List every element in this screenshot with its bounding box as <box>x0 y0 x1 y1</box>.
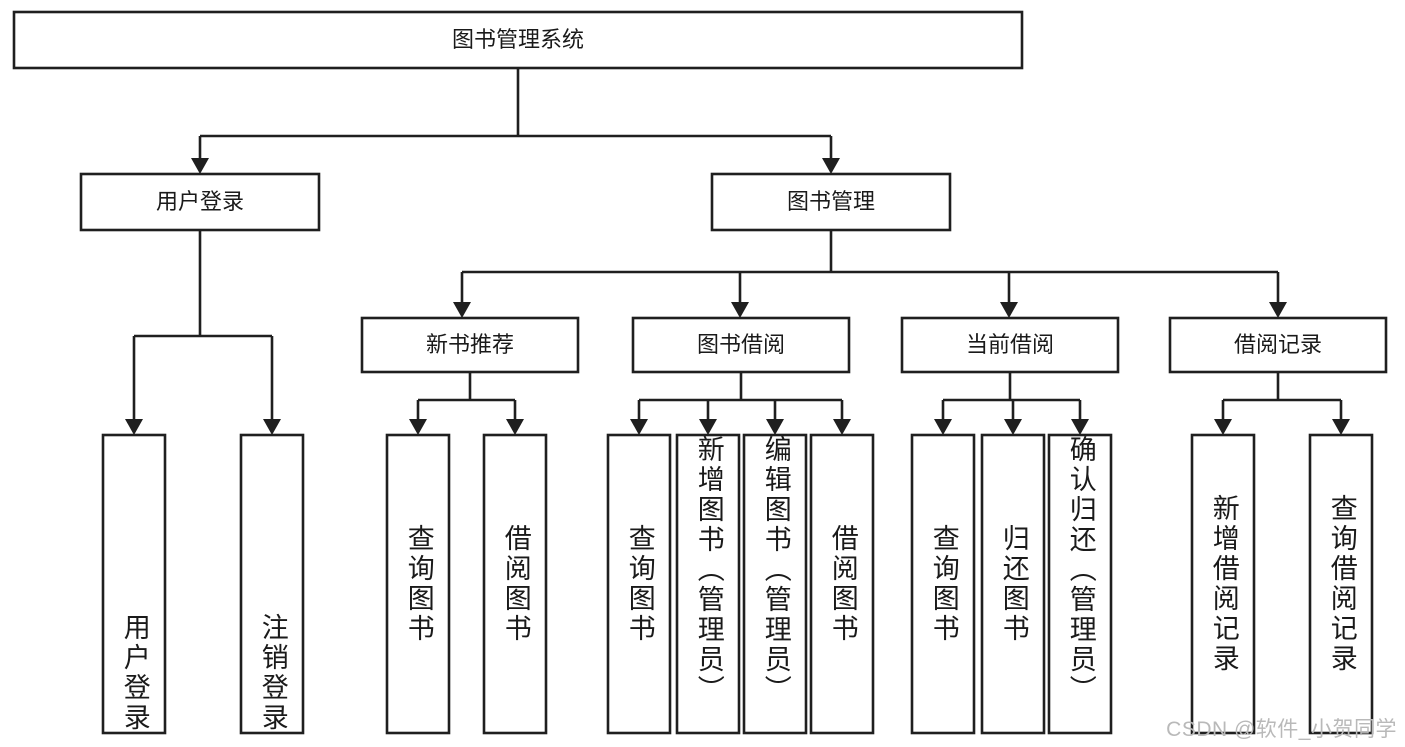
node-box-leaf-edit-book[interactable] <box>742 433 808 735</box>
arrowhead-icon <box>731 302 749 318</box>
node-box-book-manage <box>710 172 952 232</box>
node-box-leaf-query-book-3[interactable] <box>910 433 976 735</box>
arrowhead-icon <box>1000 302 1018 318</box>
arrowhead-icon <box>191 158 209 174</box>
node-borrow-record[interactable]: 借阅记录 <box>1168 316 1388 374</box>
arrowhead-icon <box>934 419 952 435</box>
arrowhead-icon <box>1214 419 1232 435</box>
node-box-current-borrow <box>900 316 1120 374</box>
node-box-leaf-add-book[interactable] <box>675 433 741 735</box>
arrowhead-icon <box>1332 419 1350 435</box>
node-box-leaf-query-book-1[interactable] <box>385 433 451 735</box>
arrowhead-icon <box>1071 419 1089 435</box>
node-box-leaf-logout[interactable] <box>239 433 305 735</box>
arrowhead-icon <box>833 419 851 435</box>
node-box-leaf-query-record[interactable] <box>1308 433 1374 735</box>
arrowhead-icon <box>1004 419 1022 435</box>
node-box-leaf-user-login[interactable] <box>101 433 167 735</box>
node-label-current-borrow: 当前借阅 <box>966 332 1054 357</box>
node-book-manage[interactable]: 图书管理 <box>710 172 952 232</box>
node-label-user-login: 用户登录 <box>156 189 244 214</box>
arrowhead-icon <box>125 419 143 435</box>
node-box-leaf-return-book[interactable] <box>980 433 1046 735</box>
watermark-text: CSDN @软件_小贺同学 <box>1166 718 1397 741</box>
node-label-book-manage: 图书管理 <box>787 189 875 214</box>
arrowhead-icon <box>822 158 840 174</box>
arrowhead-icon <box>699 419 717 435</box>
node-user-login[interactable]: 用户登录 <box>79 172 321 232</box>
node-root[interactable]: 图书管理系统 <box>12 10 1024 70</box>
node-current-borrow[interactable]: 当前借阅 <box>900 316 1120 374</box>
node-box-book-borrow <box>631 316 851 374</box>
node-box-user-login <box>79 172 321 232</box>
node-label-borrow-record: 借阅记录 <box>1234 332 1322 357</box>
node-box-leaf-borrow-book-1[interactable] <box>482 433 548 735</box>
node-box-root <box>12 10 1024 70</box>
node-label-root: 图书管理系统 <box>452 27 584 52</box>
node-box-new-book-rec <box>360 316 580 374</box>
arrowhead-icon <box>506 419 524 435</box>
arrowhead-icon <box>453 302 471 318</box>
node-box-leaf-add-record[interactable] <box>1190 433 1256 735</box>
node-label-book-borrow: 图书借阅 <box>697 332 785 357</box>
arrowhead-icon <box>263 419 281 435</box>
node-box-borrow-record <box>1168 316 1388 374</box>
node-new-book-rec[interactable]: 新书推荐 <box>360 316 580 374</box>
node-box-leaf-query-book-2[interactable] <box>606 433 672 735</box>
node-box-leaf-confirm-return[interactable] <box>1047 433 1113 735</box>
arrowhead-icon <box>409 419 427 435</box>
arrowhead-icon <box>630 419 648 435</box>
arrowhead-icon <box>766 419 784 435</box>
node-label-new-book-rec: 新书推荐 <box>426 332 514 357</box>
node-box-leaf-borrow-book-2[interactable] <box>809 433 875 735</box>
edges-layer <box>125 68 1350 435</box>
node-book-borrow[interactable]: 图书借阅 <box>631 316 851 374</box>
arrowhead-icon <box>1269 302 1287 318</box>
